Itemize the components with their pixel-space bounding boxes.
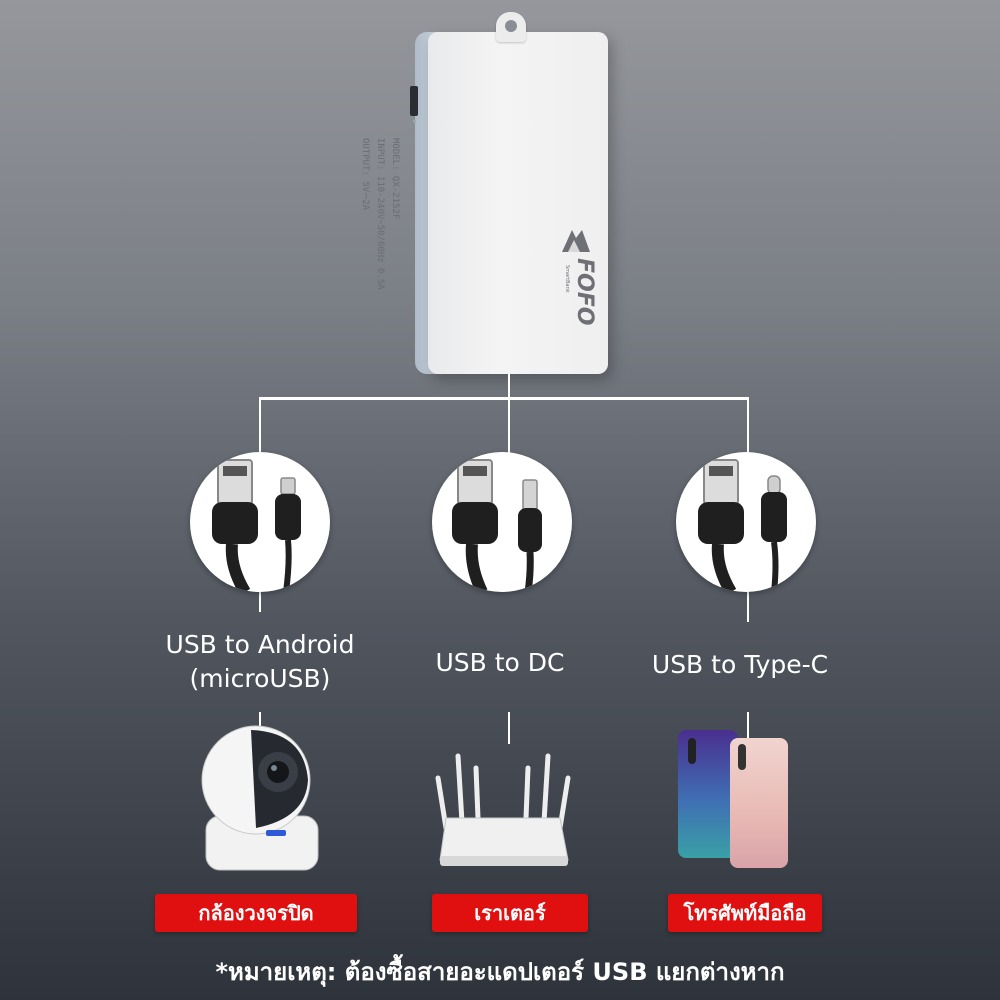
label-usb-typec: USB to Type-C xyxy=(630,648,850,682)
spec-input: INPUT: 110-240V~50/60Hz 0.5A xyxy=(375,138,385,290)
label-usb-android-line2: (microUSB) xyxy=(189,664,331,693)
smartphones-icon xyxy=(676,728,792,872)
badge-security-camera: กล้องวงจรปิด xyxy=(155,894,357,932)
spec-output: OUTPUT: 5V⎓2A xyxy=(360,138,370,211)
brand-name: FOFO xyxy=(572,258,596,325)
footnote: *หมายเหตุ: ต้องซื้อสายอะแดปเตอร์ USB แยก… xyxy=(215,958,785,986)
trunk-line xyxy=(508,374,510,398)
branch-line xyxy=(259,397,749,400)
usb-port xyxy=(410,86,418,116)
label-usb-android-line1: USB to Android xyxy=(165,630,355,659)
label-usb-dc: USB to DC xyxy=(390,646,610,680)
security-camera-icon xyxy=(196,720,326,872)
brand-tagline: SmartBank xyxy=(564,265,570,293)
branch-drop-right xyxy=(747,397,749,454)
spec-label: MODEL: QX-2152F INPUT: 110-240V~50/60Hz … xyxy=(357,138,402,308)
branch-drop-left xyxy=(259,397,261,454)
usb-to-dc-icon xyxy=(432,452,572,592)
stem-center-lower xyxy=(508,712,510,744)
stem-left-upper xyxy=(259,590,261,612)
indicator-led xyxy=(413,120,416,123)
stem-left-lower xyxy=(259,712,261,730)
label-usb-dc-line1: USB to DC xyxy=(435,648,565,677)
stem-right-lower xyxy=(747,712,749,738)
hang-hole xyxy=(505,20,517,32)
spec-model: MODEL: QX-2152F xyxy=(390,138,400,220)
usb-to-typec-icon xyxy=(676,452,816,592)
brand-logo: FOFO SmartBank xyxy=(556,220,597,350)
branch-drop-center xyxy=(508,397,510,454)
power-bank xyxy=(428,32,608,374)
label-usb-typec-line1: USB to Type-C xyxy=(651,650,829,679)
badge-router: เราเตอร์ xyxy=(432,894,588,932)
usb-to-microusb-icon xyxy=(190,452,330,592)
router-icon xyxy=(428,748,578,870)
label-usb-android: USB to Android (microUSB) xyxy=(140,628,380,696)
stem-right-upper xyxy=(747,590,749,622)
badge-smartphone: โทรศัพท์มือถือ xyxy=(668,894,822,932)
